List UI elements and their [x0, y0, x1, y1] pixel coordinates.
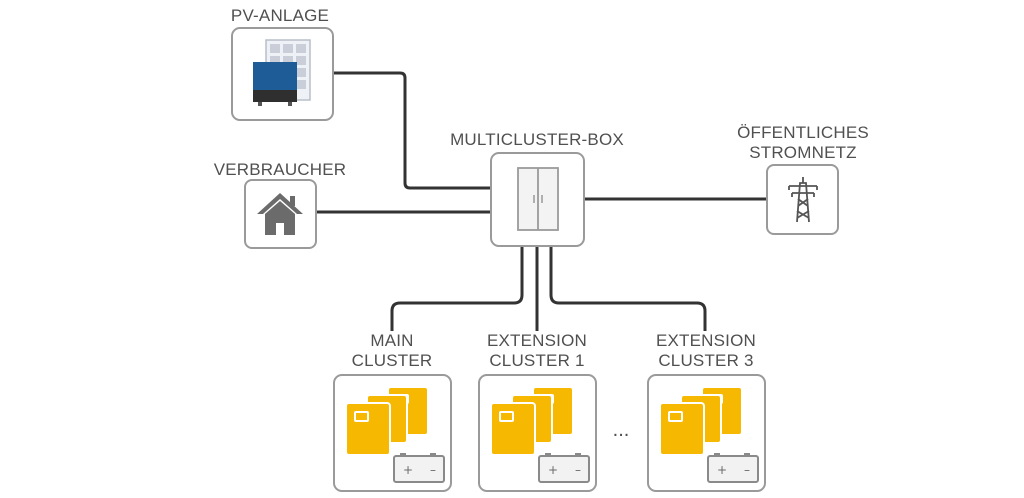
wire-box-to-extension-3 — [549, 247, 707, 331]
battery-minus-sign: – — [744, 463, 750, 477]
pv-label: PV-ANLAGE — [231, 6, 329, 25]
grid-frame — [766, 164, 839, 235]
consumer-node — [244, 179, 317, 249]
extension-3-label-line2: CLUSTER 3 — [658, 351, 753, 370]
wire-box-to-main-cluster — [390, 247, 524, 331]
inverter-stack-with-battery-icon: + – — [345, 386, 445, 483]
box-label: MULTICLUSTER-BOX — [450, 130, 624, 149]
wire-pv-to-box — [334, 71, 491, 190]
grid-label-line1: ÖFFENTLICHES — [737, 123, 869, 142]
inverter-stack-with-battery-icon: + – — [490, 386, 590, 483]
house-icon — [257, 193, 303, 235]
battery-plus-sign: + — [717, 463, 727, 477]
battery-plus-sign: + — [548, 463, 558, 477]
pv-node — [231, 27, 334, 121]
inverter-stack-with-battery-icon: + – — [659, 386, 759, 483]
battery-plus-sign: + — [403, 463, 413, 477]
main-cluster-node: + – — [333, 374, 452, 492]
switch-cabinet-icon — [517, 167, 559, 231]
grid-node — [766, 164, 839, 235]
extension-cluster-3-node: + – — [647, 374, 766, 492]
battery-minus-sign: – — [575, 463, 581, 477]
consumer-label: VERBRAUCHER — [214, 160, 347, 179]
main-cluster-label-line2: CLUSTER — [352, 351, 433, 370]
extension-1-label-line1: EXTENSION — [487, 331, 587, 350]
grid-label-line2: STROMNETZ — [749, 143, 857, 162]
main-cluster-label-line1: MAIN — [370, 331, 413, 350]
wiring — [316, 71, 767, 331]
battery-minus-sign: – — [430, 463, 436, 477]
transmission-tower-icon — [788, 177, 818, 223]
more-clusters-ellipsis: ... — [613, 419, 630, 441]
extension-cluster-1-node: + – — [478, 374, 597, 492]
solar-inverter-icon — [253, 39, 311, 106]
multicluster-box-node — [490, 152, 585, 247]
extension-3-label-line1: EXTENSION — [656, 331, 756, 350]
extension-1-label-line2: CLUSTER 1 — [489, 351, 584, 370]
